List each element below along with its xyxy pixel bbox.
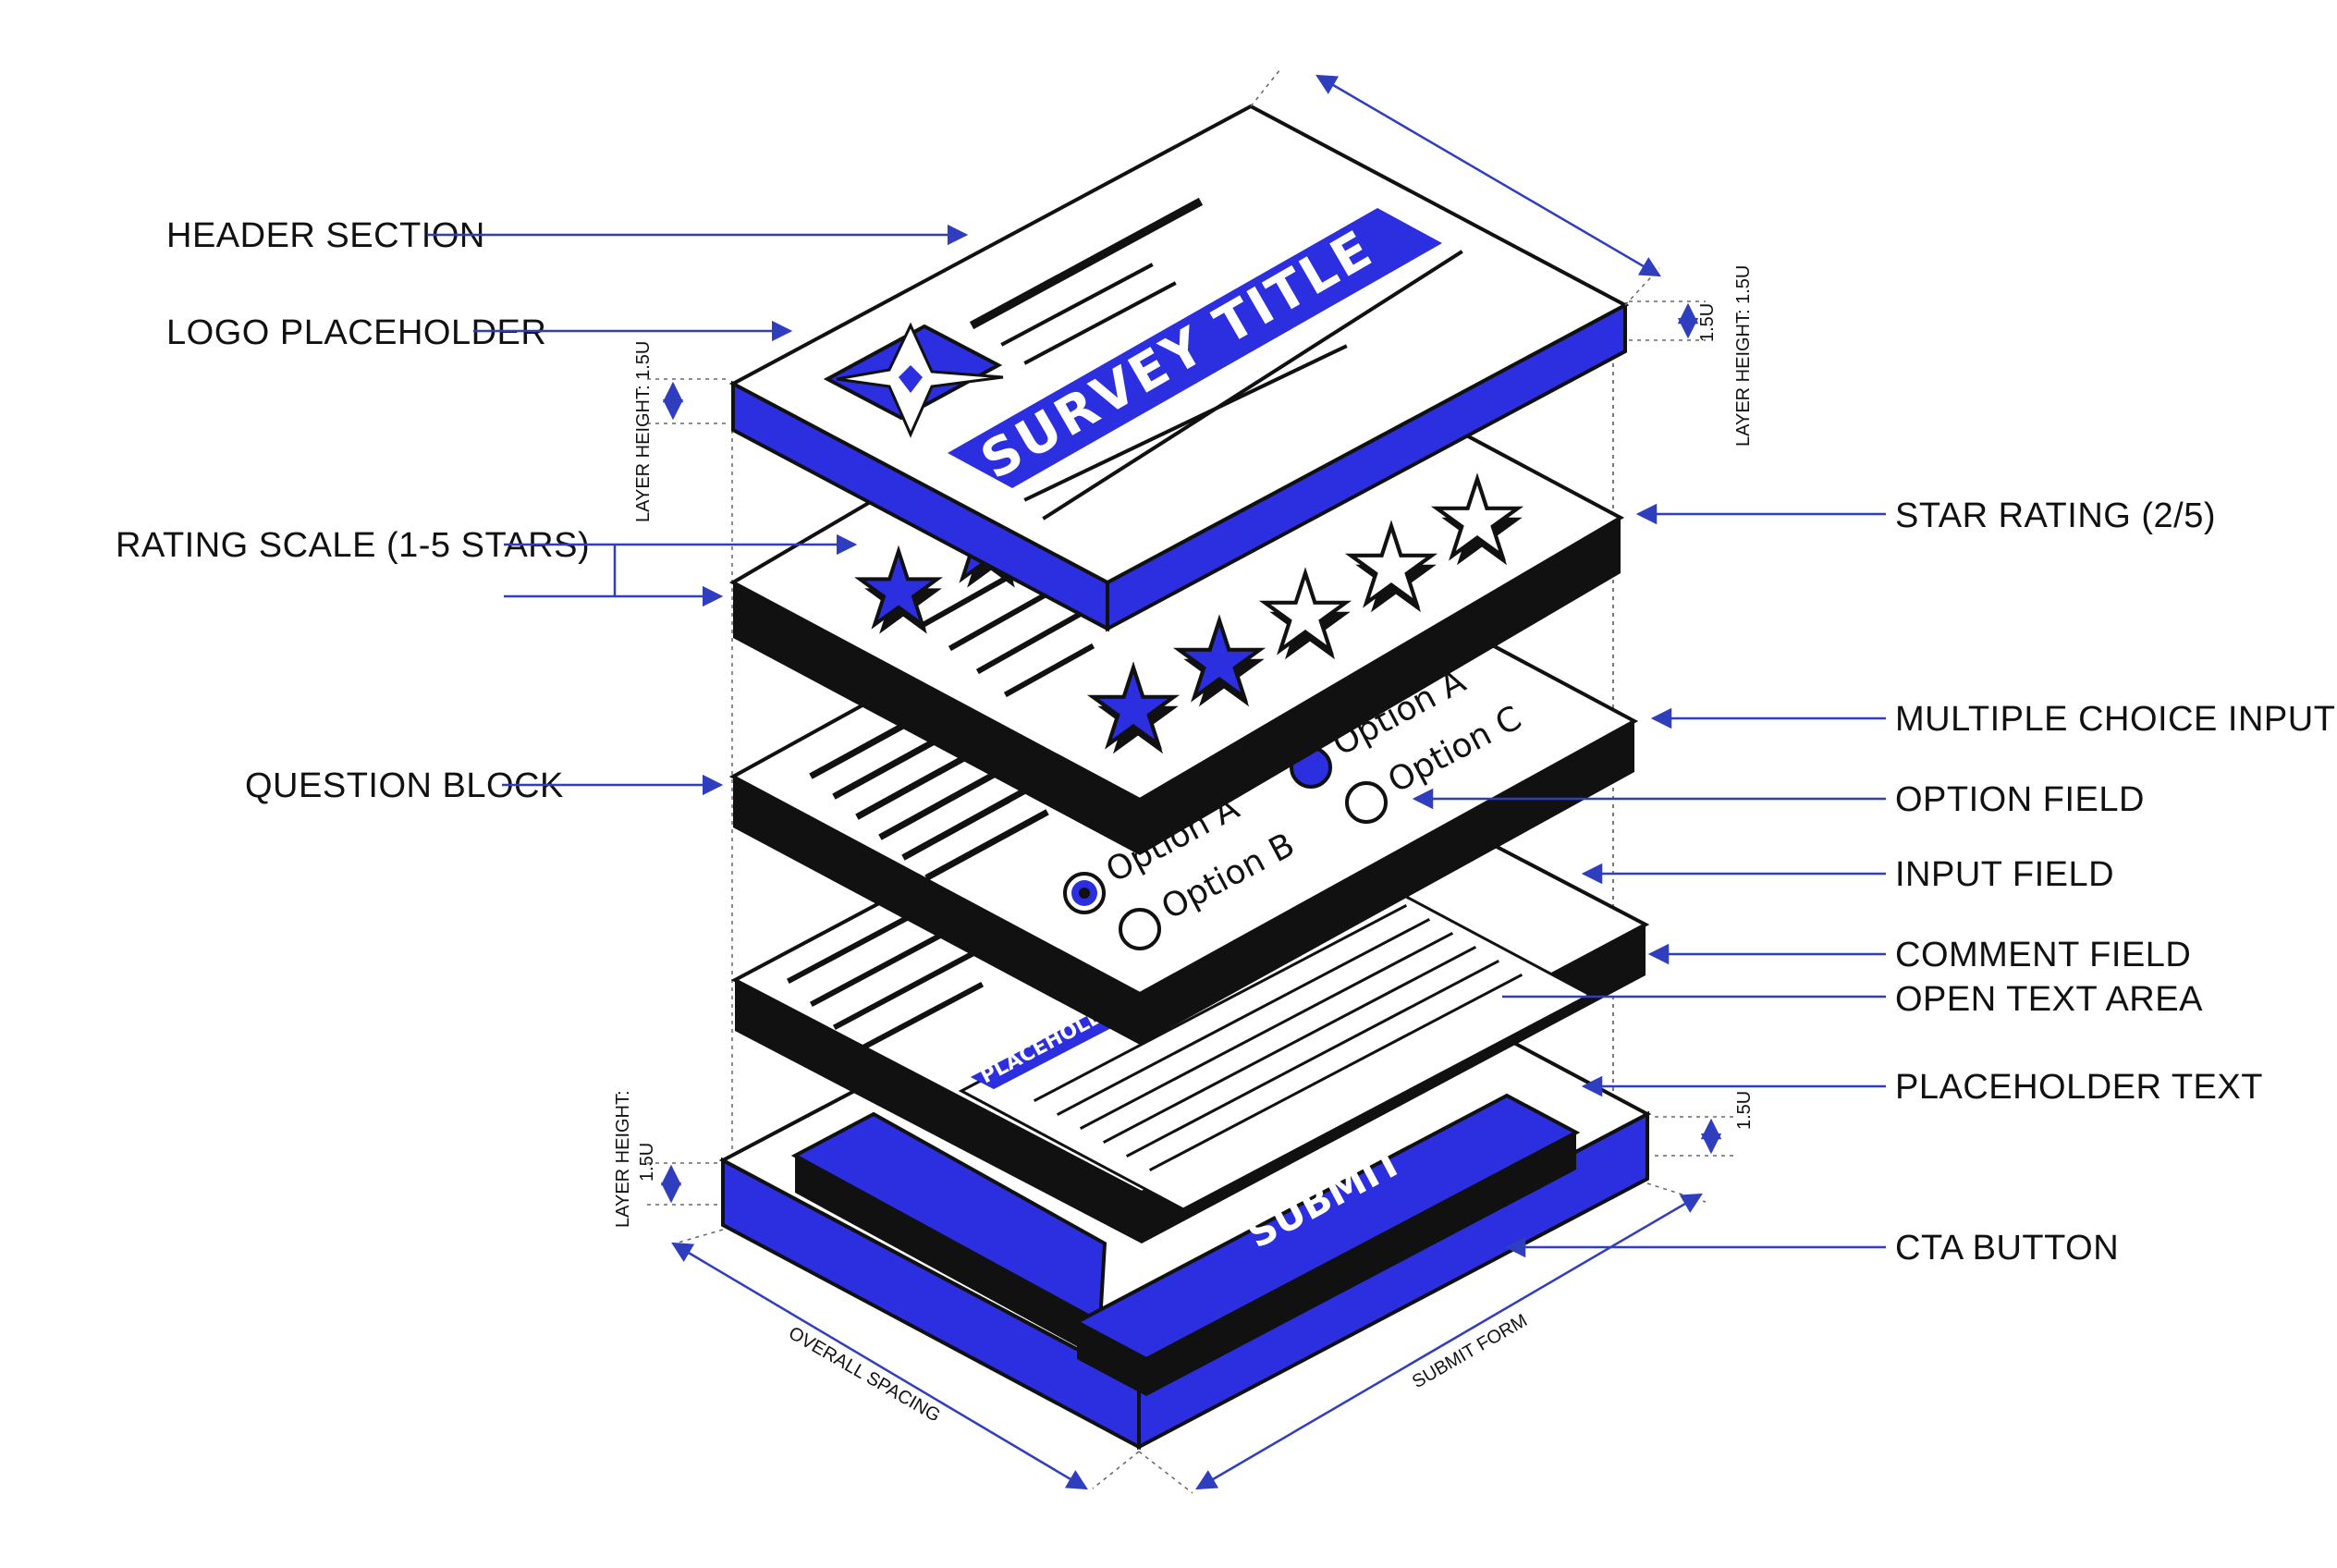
submit-form-label: SUBMIT FORM <box>1409 1310 1531 1392</box>
multiple-choice-label: MULTIPLE CHOICE INPUT <box>1895 700 2335 739</box>
header-text-lines <box>969 197 1463 521</box>
layer-height-top-left: LAYER HEIGHT: 1.5U <box>633 341 654 522</box>
layer-height-bottom-left-a: LAYER HEIGHT: <box>613 1090 633 1228</box>
comment-field-label: COMMENT FIELD <box>1895 936 2191 974</box>
open-text-area-label: OPEN TEXT AREA <box>1895 980 2203 1019</box>
logo-placeholder <box>823 322 1004 438</box>
star-compass-logo-icon <box>836 322 1004 438</box>
placeholder-text-label: PLACEHOLDER TEXT <box>1895 1068 2263 1107</box>
right-callouts: STAR RATING (2/5) MULTIPLE CHOICE INPUT … <box>1412 496 2335 1268</box>
left-callouts: HEADER SECTION LOGO PLACEHOLDER RATING S… <box>116 216 969 805</box>
layer-height-bottom-right-value: 1.5U <box>1734 1091 1755 1130</box>
option-field-label: OPTION FIELD <box>1895 780 2145 819</box>
input-field-label: INPUT FIELD <box>1895 855 2114 894</box>
logo-placeholder-label: LOGO PLACEHOLDER <box>166 313 546 352</box>
cta-button-label: CTA BUTTON <box>1895 1229 2119 1268</box>
dimension-markers <box>647 68 1738 1494</box>
layer-height-top-right: LAYER HEIGHT: 1.5U <box>1733 265 1754 447</box>
vertical-guides <box>731 305 1614 1202</box>
star-rating-label: STAR RATING (2/5) <box>1895 496 2216 535</box>
layer-height-bottom-left-b: 1.5U <box>637 1143 657 1182</box>
open-text-area[interactable] <box>958 875 1594 1211</box>
overall-spacing-label: OVERALL SPACING <box>785 1323 944 1427</box>
radio-empty-icon <box>1119 908 1161 950</box>
layer-height-top-right-value: 1.5U <box>1697 303 1718 342</box>
radio-empty-icon <box>1345 781 1388 824</box>
